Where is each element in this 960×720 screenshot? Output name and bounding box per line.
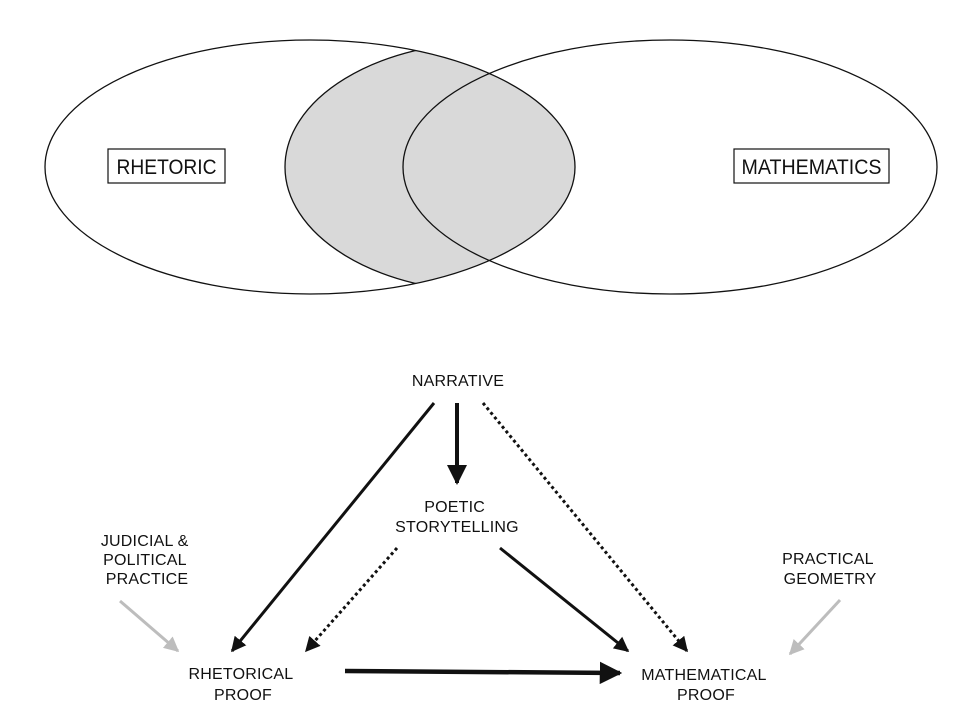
node-judicial-political-practice: JUDICIAL & POLITICAL PRACTICE xyxy=(101,533,193,588)
arrow-judicial-to-rhetorical-proof xyxy=(119,599,180,653)
venn-circle-mathematics xyxy=(402,39,938,295)
venn-diagram: RHETORIC MATHEMATICS xyxy=(44,39,938,295)
mathematics-label: MATHEMATICS xyxy=(742,156,882,179)
node-mathematical-proof: MATHEMATICAL PROOF xyxy=(641,667,770,704)
arrow-poetic-to-rhetorical-proof xyxy=(304,547,399,653)
arrow-poetic-to-mathematical-proof xyxy=(499,546,630,653)
node-poetic-storytelling: POETIC STORYTELLING xyxy=(395,499,519,536)
arrow-practical-to-mathematical-proof xyxy=(788,598,842,656)
node-rhetorical-proof: RHETORICAL PROOF xyxy=(189,666,298,704)
venn-circle-rhetoric xyxy=(44,39,576,295)
mathematics-label-box xyxy=(733,148,890,184)
node-narrative: NARRATIVE xyxy=(412,373,504,390)
arrows xyxy=(119,402,842,685)
rhetoric-label-box xyxy=(107,148,226,184)
arrow-narrative-to-rhetorical-proof xyxy=(230,402,436,653)
arrow-rhetorical-to-mathematical-proof xyxy=(344,661,623,685)
node-practical-geometry: PRACTICAL GEOMETRY xyxy=(782,551,878,588)
rhetoric-label: RHETORIC xyxy=(117,156,217,179)
venn-overlap xyxy=(285,42,575,292)
